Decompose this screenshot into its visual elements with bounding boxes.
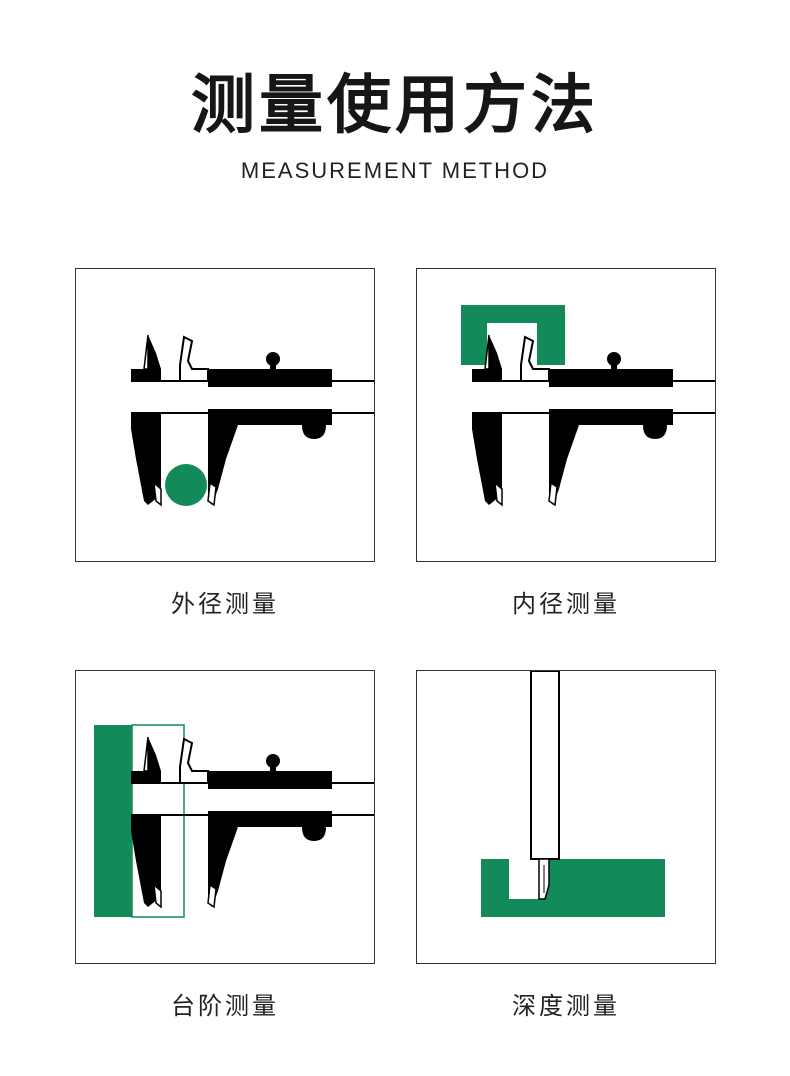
inner-diameter-caliper-icon bbox=[461, 305, 715, 507]
caption-inner-diameter: 内径测量 bbox=[512, 590, 620, 618]
caption-outer-diameter: 外径测量 bbox=[171, 590, 279, 618]
panel-step bbox=[75, 670, 375, 964]
depth-rod-icon bbox=[481, 671, 665, 917]
step-caliper-icon bbox=[94, 724, 374, 918]
caption-depth: 深度测量 bbox=[512, 992, 620, 1020]
panel-depth bbox=[416, 670, 716, 964]
page-title: 测量使用方法 bbox=[191, 69, 599, 143]
caption-step: 台阶测量 bbox=[171, 992, 279, 1020]
panel-outer-diameter bbox=[75, 268, 375, 562]
page-subtitle: MEASUREMENT METHOD bbox=[240, 158, 550, 183]
outer-diameter-caliper-icon bbox=[131, 334, 374, 507]
panel-inner-diameter bbox=[416, 268, 716, 562]
